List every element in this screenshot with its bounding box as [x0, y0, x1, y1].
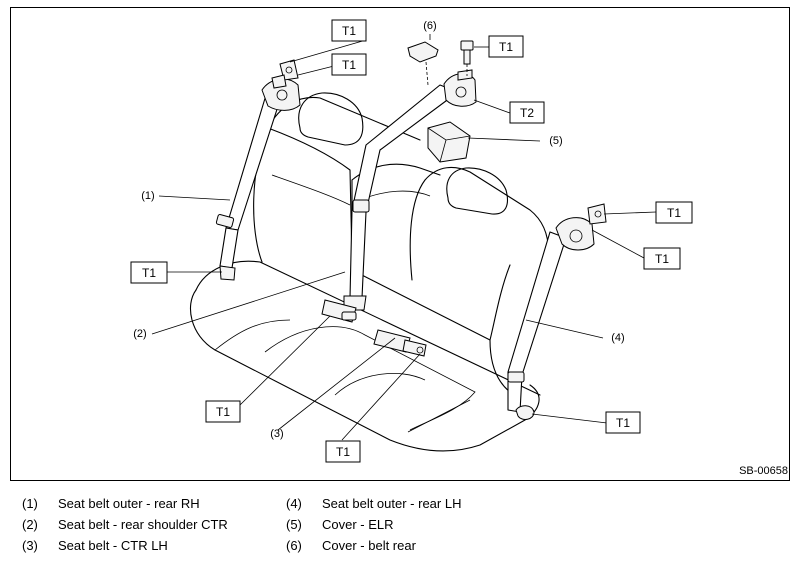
torque-label-text: T1 — [142, 266, 156, 280]
figure-code: SB-00658 — [739, 465, 788, 477]
legend-item-3: (3) Seat belt - CTR LH — [22, 538, 168, 553]
legend-text: Cover - belt rear — [322, 538, 416, 553]
torque-label-text: T1 — [342, 24, 356, 38]
belt-outer-rear-rh — [215, 59, 301, 281]
headrest-left — [446, 167, 509, 215]
parts-legend: (1) Seat belt outer - rear RH (2) Seat bel… — [22, 496, 582, 558]
torque-label-text: T1 — [216, 405, 230, 419]
bolt — [460, 40, 474, 76]
seat-back-center — [351, 163, 491, 341]
torque-label-t1-top-1: T1 — [331, 19, 367, 42]
legend-text: Seat belt - rear shoulder CTR — [58, 517, 228, 532]
torque-label-text: T1 — [616, 416, 630, 430]
legend-text: Seat belt outer - rear RH — [58, 496, 200, 511]
legend-text: Seat belt - CTR LH — [58, 538, 168, 553]
legend-item-5: (5) Cover - ELR — [286, 517, 394, 532]
torque-label-text: T1 — [342, 58, 356, 72]
torque-label-t1-left: T1 — [130, 261, 168, 284]
legend-number: (2) — [22, 517, 38, 532]
legend-item-1: (1) Seat belt outer - rear RH — [22, 496, 200, 511]
legend-number: (3) — [22, 538, 38, 553]
buckle-ctr-lh — [373, 329, 427, 357]
torque-label-text: T1 — [336, 445, 350, 459]
belt-outer-rear-lh — [507, 203, 607, 420]
callout-2: (2) — [133, 328, 146, 340]
torque-label-t1-right-2: T1 — [643, 247, 681, 270]
torque-label-t1-bottom-left: T1 — [205, 400, 241, 423]
torque-label-text: T1 — [655, 252, 669, 266]
legend-item-6: (6) Cover - belt rear — [286, 538, 416, 553]
cover-belt-rear — [407, 41, 439, 86]
legend-number: (5) — [286, 517, 302, 532]
seat-cushion — [189, 260, 541, 452]
legend-text: Cover - ELR — [322, 517, 394, 532]
torque-label-t1-top-2: T1 — [331, 53, 367, 76]
torque-label-t1-bottom-right: T1 — [605, 411, 641, 434]
callout-4: (4) — [611, 332, 624, 344]
torque-label-text: T1 — [499, 40, 513, 54]
seat-back-left-section — [409, 166, 549, 393]
torque-label-t1-right-1: T1 — [655, 201, 693, 224]
torque-label-t1-bolt: T1 — [488, 35, 524, 58]
torque-label-t1-bottom-center: T1 — [325, 440, 361, 463]
torque-label-t2: T2 — [509, 101, 545, 124]
legend-number: (4) — [286, 496, 302, 511]
callout-6: (6) — [423, 20, 436, 32]
callout-5: (5) — [549, 135, 562, 147]
headrest-right — [298, 92, 364, 146]
callout-3: (3) — [270, 428, 283, 440]
legend-number: (1) — [22, 496, 38, 511]
seat-belt-diagram: T1 T1 T1 T2 T1 T1 T1 T1 T1 T1 (6) (5) (1… — [130, 19, 693, 463]
cover-elr — [427, 121, 471, 163]
diagram-frame — [10, 7, 790, 481]
legend-item-4: (4) Seat belt outer - rear LH — [286, 496, 461, 511]
torque-label-text: T2 — [520, 106, 534, 120]
belt-rear-shoulder-ctr — [321, 69, 477, 323]
legend-number: (6) — [286, 538, 302, 553]
leader-lines — [151, 34, 657, 441]
callout-1: (1) — [141, 190, 154, 202]
legend-item-2: (2) Seat belt - rear shoulder CTR — [22, 517, 228, 532]
legend-text: Seat belt outer - rear LH — [322, 496, 462, 511]
torque-label-text: T1 — [667, 206, 681, 220]
